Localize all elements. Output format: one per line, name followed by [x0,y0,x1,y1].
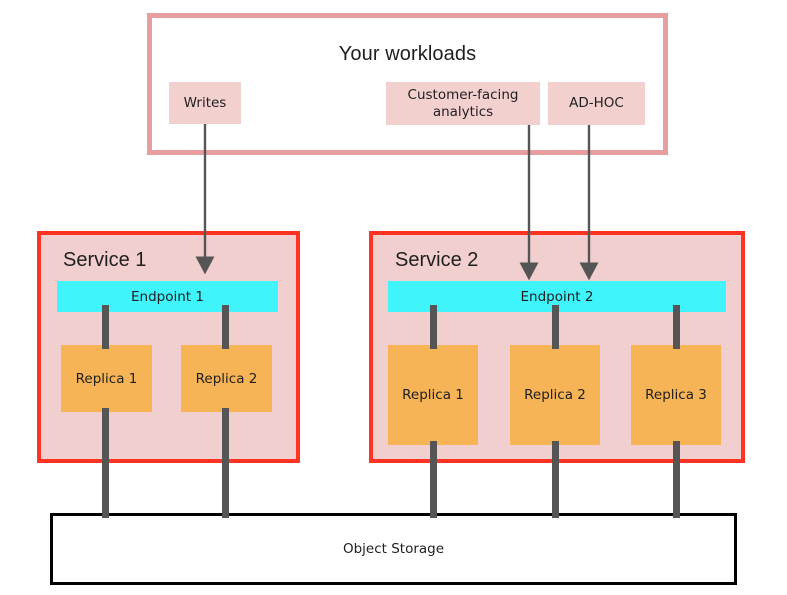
connector-s2-replica3-storage [673,441,680,518]
connector-s2-replica2-storage [552,441,559,518]
connector-endpoint2-s2replica1 [430,305,437,349]
replica-s1-1[interactable]: Replica 1 [61,345,152,412]
service-title-2: Service 2 [395,249,479,271]
connector-s1-replica1-storage [102,408,109,518]
service-title-1: Service 1 [63,249,147,271]
object-storage-box[interactable]: Object Storage [50,513,737,585]
replica-s2-1[interactable]: Replica 1 [388,345,478,445]
connector-endpoint2-s2replica3 [673,305,680,349]
replica-s2-3[interactable]: Replica 3 [631,345,721,445]
workloads-title: Your workloads [338,43,477,65]
connector-endpoint1-replica1 [102,305,109,349]
workload-chip-ad-hoc[interactable]: AD-HOC [548,82,645,125]
connector-s1-replica2-storage [222,408,229,518]
replica-s2-2[interactable]: Replica 2 [510,345,600,445]
endpoint-1[interactable]: Endpoint 1 [57,281,278,312]
connector-endpoint2-s2replica2 [552,305,559,349]
replica-s1-2[interactable]: Replica 2 [181,345,272,412]
connector-endpoint2-replica2 [222,305,229,349]
workload-chip-customer-facing-analytics[interactable]: Customer-facing analytics [386,82,540,125]
workload-chip-writes[interactable]: Writes [169,82,241,124]
connector-s2-replica1-storage [430,441,437,518]
